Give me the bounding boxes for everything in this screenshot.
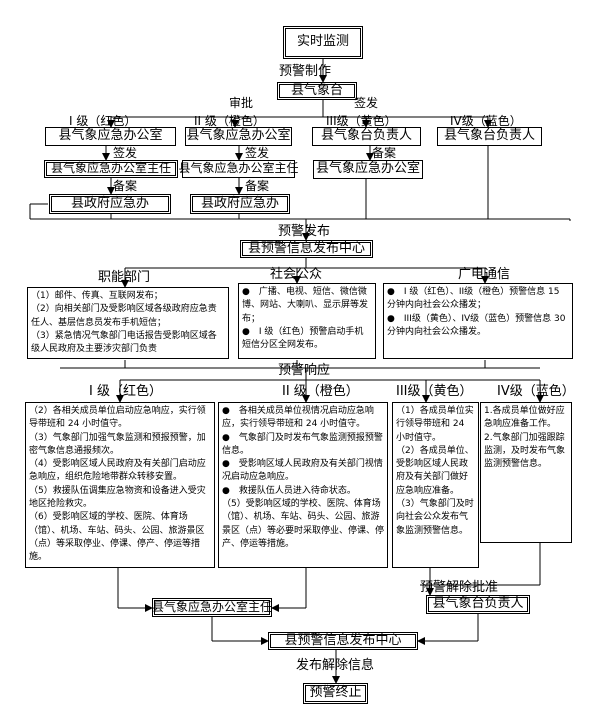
orange-sign-label: 签发: [245, 146, 270, 160]
red-response-line: （3）气象部门加强气象监测和预报预警，加密气象信息通报频次。: [29, 432, 206, 456]
bureau-box: 县气象台: [277, 82, 357, 100]
level-4-label: IV级（蓝色）: [450, 114, 522, 128]
dept-line: （1）邮件、传真、互联网发布；: [31, 291, 163, 301]
media-box: ● I 级（红色）、II级（橙色）预警信息 15 分钟内向社会公众播发； ● I…: [383, 283, 573, 359]
bureau-head-box: 县气象台负责人: [426, 595, 530, 614]
approve-label: 审批: [229, 96, 254, 110]
dept-title: 职能部门: [98, 270, 151, 285]
public-box: ● 广播、电视、短信、微信微博、网站、大喇叭、显示屏等发布； ● I 级（红色）…: [238, 283, 376, 359]
response-label: 预警响应: [278, 363, 331, 378]
dept-line: （3）紧急情况气象部门电话报告受影响区域各级人民政府及主要涉灾部门负责: [31, 330, 217, 355]
blue-response-line: 2.气象部门加强跟踪监测，及时发布气象监测预警信息。: [484, 432, 566, 470]
orange-response-box: ● 各相关成员单位视情况启动应急响应，实行领导带班和 24 小时值守。 ● 气象…: [218, 402, 388, 568]
finish-box: 预警终止: [303, 683, 368, 704]
dept-box: （1）邮件、传真、互联网发布； （2）向相关部门及受影响区域各级政府应急责任人、…: [27, 287, 229, 359]
blue-response-box: 1.各成员单位做好应急响应准备工作。 2.气象部门加强跟踪监测，及时发布气象监测…: [480, 402, 572, 543]
red-response-line: （5）救援队伍调集应急物资和设备进入受灾地区抢险救灾。: [29, 485, 206, 510]
dept-line: （2）向相关部门及受影响区域各级政府应急责任人、基层信息员发布手机短信；: [31, 304, 217, 328]
media-line: ● I 级（红色）、II级（橙色）预警信息 15 分钟内向社会公众播发；: [387, 287, 560, 311]
release-label: 发布解除信息: [296, 658, 375, 673]
yellow-head-box: 县气象台负责人: [312, 127, 421, 146]
sign-label: 签发: [354, 96, 379, 110]
public-line: ● I 级（红色）预警启动手机短信分区全网发布。: [242, 326, 364, 351]
orange-response-line: ● 气象部门及时发布气象监测预报预警信息。: [222, 432, 383, 456]
red-response-line: （6）受影响区域的学校、医院、体育场（馆）、机场、车站、码头、公园、旅游景区（点…: [29, 512, 205, 563]
orange-director-box: 县气象应急办公室主任: [179, 160, 299, 178]
red-response-box: （2）各相关成员单位启动应急响应，实行领导带班和 24 小时值守。 （3）气象部…: [25, 402, 215, 568]
response-l4-label: IV级（蓝色）: [497, 384, 575, 399]
orange-response-line: （5）受影响区域的学校、医院、体育场（馆）、机场、车站、码头、公园、旅游景区（点…: [222, 499, 385, 549]
level-3-label: III级（黄色）: [326, 114, 397, 128]
red-record-label: 备案: [113, 179, 138, 193]
make-label: 预警制作: [279, 64, 332, 79]
media-title: 广电通信: [458, 267, 511, 282]
blue-head-box: 县气象台负责人: [437, 127, 542, 146]
orange-response-line: ● 受影响区域人民政府及有关部门视情况启动应急响应。: [222, 459, 383, 483]
publish-label: 预警发布: [278, 224, 331, 239]
yellow-response-line: （2）各成员单位、受影响区域人民政府及有关部门做好应急响应准备。: [396, 445, 474, 496]
director-box: 县气象应急办公室主任: [152, 598, 272, 617]
yellow-response-line: （3）气象部门及时向社会公众发布气象监测预警信息。: [396, 499, 474, 536]
red-response-line: （2）各相关成员单位启动应急响应，实行领导带班和 24 小时值守。: [29, 406, 206, 430]
publish-center-box: 县预警信息发布中心: [240, 240, 373, 258]
response-l2-label: II 级（橙色）: [282, 384, 359, 399]
orange-office-box: 县气象应急办公室: [185, 127, 292, 146]
start-box: 实时监测: [283, 26, 363, 59]
response-l1-label: I 级（红色）: [89, 384, 162, 399]
public-line: ● 广播、电视、短信、微信微博、网站、大喇叭、显示屏等发布；: [242, 287, 369, 324]
level-1-label: I 级（红色）: [69, 114, 137, 128]
orange-gov-box: 县政府应急办: [190, 194, 290, 214]
yellow-record-label: 备案: [372, 146, 397, 160]
orange-record-label: 备案: [245, 179, 270, 193]
red-sign-label: 签发: [113, 146, 138, 160]
lift-label: 预警解除批准: [420, 580, 499, 595]
red-response-line: （4）受影响区域人民政府及有关部门启动应急响应，组织危险地带群众转移安置。: [29, 459, 206, 483]
yellow-response-line: （1）各成员单位实行领导带班和 24 小时值守。: [396, 406, 474, 443]
media-line: ● III级（黄色）、IV级（蓝色）预警信息 30 分钟内向社会公众播发。: [387, 313, 566, 337]
orange-response-line: ● 救援队伍人员进入待命状态。: [222, 485, 356, 496]
response-l3-label: III级（黄色）: [396, 384, 473, 399]
yellow-office-box: 县气象应急办公室: [313, 160, 423, 179]
blue-response-line: 1.各成员单位做好应急响应准备工作。: [484, 406, 565, 430]
public-title: 社会公众: [270, 267, 323, 282]
red-office-box: 县气象应急办公室: [45, 127, 176, 146]
level-2-label: II 级（橙色）: [194, 114, 265, 128]
red-director-box: 县气象应急办公室主任: [44, 160, 178, 178]
red-gov-box: 县政府应急办: [49, 194, 171, 214]
orange-response-line: ● 各相关成员单位视情况启动应急响应，实行领导带班和 24 小时值守。: [222, 406, 374, 430]
final-center-box: 县预警信息发布中心: [268, 632, 418, 650]
yellow-response-box: （1）各成员单位实行领导带班和 24 小时值守。 （2）各成员单位、受影响区域人…: [392, 402, 479, 568]
